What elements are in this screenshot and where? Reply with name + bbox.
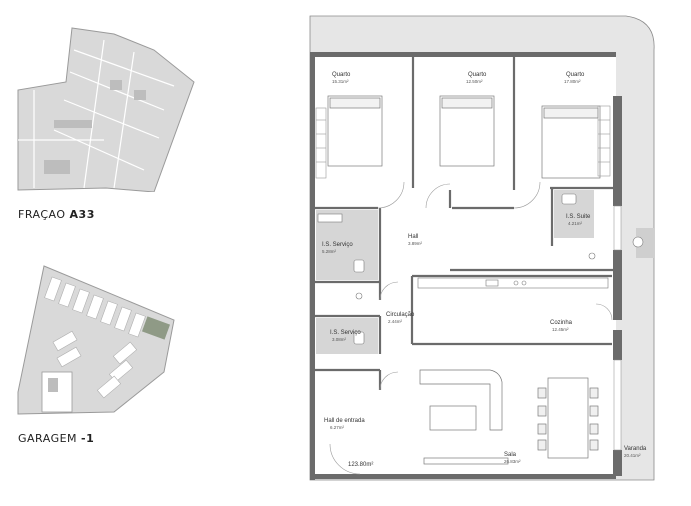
label-is-servico-2: I.S. Serviço xyxy=(330,330,361,336)
label-total-area: 123.80m² xyxy=(348,462,373,468)
label-hall-entrada: Hall de entrada xyxy=(324,418,365,424)
label-cozinha: Cozinha xyxy=(550,320,573,326)
wall-right-mid xyxy=(613,250,622,320)
svg-text:3.08m²: 3.08m² xyxy=(332,337,347,342)
wall-left xyxy=(310,52,315,480)
svg-text:5.28m²: 5.28m² xyxy=(322,249,337,254)
dining-table xyxy=(547,377,589,459)
wall-right-upper xyxy=(613,96,622,206)
label-is-suite: I.S. Suite xyxy=(566,214,591,220)
coffee-table xyxy=(429,405,477,431)
room-labels: Quarto 15.31m² Quarto 12.50m² Quarto 17.… xyxy=(322,72,647,468)
wall-top xyxy=(314,52,616,57)
svg-text:2.44m²: 2.44m² xyxy=(388,319,403,324)
tv-unit xyxy=(423,457,509,465)
svg-text:17.80m²: 17.80m² xyxy=(564,79,581,84)
label-varanda: Varanda xyxy=(624,446,647,452)
kitchen-counter xyxy=(417,277,609,289)
label-quarto-3: Quarto xyxy=(566,72,585,78)
wall-bottom xyxy=(310,474,616,479)
svg-text:26.83m²: 26.83m² xyxy=(504,459,521,464)
label-quarto-2: Quarto xyxy=(468,72,487,78)
sofa xyxy=(419,369,503,431)
svg-text:3.89m²: 3.89m² xyxy=(408,241,423,246)
bath-servico-2-fill xyxy=(316,318,378,354)
floor-plan: Quarto 15.31m² Quarto 12.50m² Quarto 17.… xyxy=(309,15,655,481)
wall-right-lower xyxy=(613,330,622,360)
svg-text:15.31m²: 15.31m² xyxy=(332,79,349,84)
label-is-servico-1: I.S. Serviço xyxy=(322,242,353,248)
svg-text:20.41m²: 20.41m² xyxy=(624,453,641,458)
fracao-caption: FRAÇAO A33 xyxy=(18,208,95,221)
garagem-caption: GARAGEM -1 xyxy=(18,432,95,445)
svg-text:6.27m²: 6.27m² xyxy=(330,425,345,430)
garagem-thumbnail xyxy=(17,265,175,415)
svg-text:12.50m²: 12.50m² xyxy=(466,79,483,84)
label-sala: Sala xyxy=(504,452,517,458)
label-circulacao: Circulação xyxy=(386,312,415,318)
label-quarto-1: Quarto xyxy=(332,72,351,78)
svg-text:4.21m²: 4.21m² xyxy=(568,221,583,226)
wall-right-bottom xyxy=(613,450,622,476)
wardrobe-fill xyxy=(636,228,654,258)
svg-text:12.45m²: 12.45m² xyxy=(552,327,569,332)
label-hall: Hall xyxy=(408,234,418,240)
fracao-thumbnail xyxy=(17,27,195,192)
